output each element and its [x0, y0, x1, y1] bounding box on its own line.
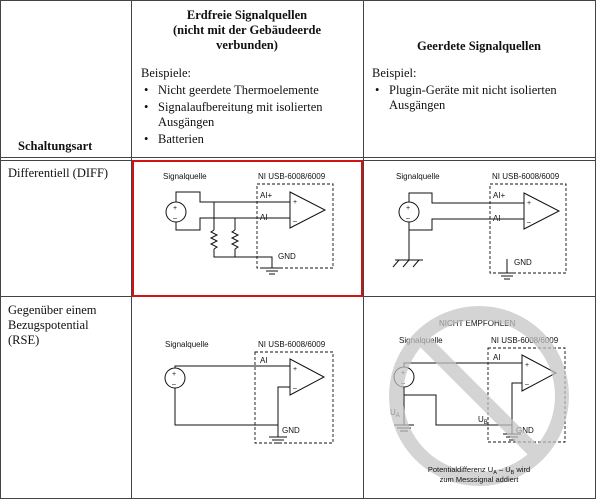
header-floating-examples-label: Beispiele: [141, 66, 191, 80]
op-amp-icon [523, 192, 561, 230]
signal-source-label: Signalquelle [163, 172, 207, 181]
gnd-label: GND [516, 426, 534, 435]
table-border-top [0, 0, 596, 1]
signal-source-label: Signalquelle [165, 340, 209, 349]
header-floating-title: Erdfreie Signalquellen (nicht mit der Ge… [172, 8, 322, 52]
device-boundary [254, 351, 334, 444]
op-amp-icon [289, 358, 326, 396]
op-amp-icon [521, 354, 558, 392]
device-boundary [489, 183, 567, 274]
source-minus: – [173, 215, 177, 222]
svg-text:+: + [406, 205, 410, 212]
diagram-rse-grounded: NICHT EMPFOHLEN Signalquelle NI USB-6008… [389, 306, 569, 486]
svg-text:–: – [406, 215, 410, 222]
chassis-ground-icon [392, 259, 423, 268]
ub-label: UB [478, 415, 488, 426]
list-item: Nicht geerdete Thermoelemente [141, 83, 359, 98]
list-item: Batterien [141, 132, 359, 147]
potential-note-line2: zum Messsignal addiert [440, 475, 520, 484]
list-item: Signalaufbereitung mit isolierten Ausgän… [141, 100, 348, 130]
prohibition-icon [389, 306, 569, 486]
device-boundary [256, 183, 334, 269]
row-label-rse: Gegenüber einem Bezugspotential (RSE) [8, 303, 97, 347]
header-grounded-title: Geerdete Signalquellen [417, 39, 541, 53]
floating-examples-list: Nicht geerdete Thermoelemente Signalaufb… [141, 83, 359, 147]
svg-text:–: – [293, 385, 297, 392]
ai-minus-label: AI– [493, 214, 506, 223]
ground-icon [269, 436, 287, 444]
diagram-rse-floating: Signalquelle NI USB-6008/6009 + – AI + –… [164, 340, 334, 444]
device-boundary [487, 347, 566, 443]
resistor-icon [230, 229, 240, 250]
ai-minus-label: AI– [260, 213, 273, 222]
table-col-divider-1 [131, 0, 132, 499]
row-label-diff: Differentiell (DIFF) [8, 166, 109, 180]
table-header-divider-a [0, 157, 596, 158]
device-label: NI USB-6008/6009 [258, 340, 326, 349]
device-label: NI USB-6008/6009 [258, 172, 326, 181]
potential-note-line1: Potentialdifferenz UA – UB wird [428, 465, 530, 476]
gnd-label: GND [282, 426, 300, 435]
device-label: NI USB-6008/6009 [492, 172, 560, 181]
ai-label: AI [260, 356, 268, 365]
op-amp-icon [289, 191, 327, 229]
grounded-examples-list: Plugin-Geräte mit nicht isolierten Ausgä… [372, 83, 572, 113]
gnd-label: GND [514, 258, 532, 267]
svg-text:–: – [525, 381, 529, 388]
diagram-diff-floating: Signalquelle NI USB-6008/6009 + – AI+ AI… [163, 172, 334, 275]
not-recommended-label: NICHT EMPFOHLEN [439, 319, 516, 328]
svg-text:–: – [527, 219, 531, 226]
header-connection-type: Schaltungsart [18, 139, 93, 153]
svg-text:+: + [527, 200, 531, 207]
highlight-frame [132, 160, 363, 297]
ai-label: AI [493, 353, 501, 362]
table-col-divider-2 [363, 0, 364, 499]
svg-text:+: + [525, 362, 529, 369]
gnd-label: GND [278, 252, 296, 261]
diagram-diff-grounded: Signalquelle NI USB-6008/6009 + – AI+ AI… [392, 172, 567, 280]
resistor-icon [209, 229, 219, 250]
ai-plus-label: AI+ [260, 191, 273, 200]
ai-plus-label: AI+ [493, 191, 506, 200]
header-grounded-examples-label: Beispiel: [372, 66, 417, 80]
device-label: NI USB-6008/6009 [491, 336, 559, 345]
svg-text:+: + [293, 199, 297, 206]
svg-text:+: + [172, 371, 176, 378]
list-item: Plugin-Geräte mit nicht isolierten Ausgä… [372, 83, 572, 113]
ground-icon [498, 272, 516, 280]
source-plus: + [173, 205, 177, 212]
ground-icon [263, 267, 281, 275]
svg-text:–: – [172, 381, 176, 388]
signal-source-label: Signalquelle [396, 172, 440, 181]
svg-text:+: + [293, 366, 297, 373]
svg-text:–: – [293, 218, 297, 225]
table-border-left [0, 0, 1, 499]
